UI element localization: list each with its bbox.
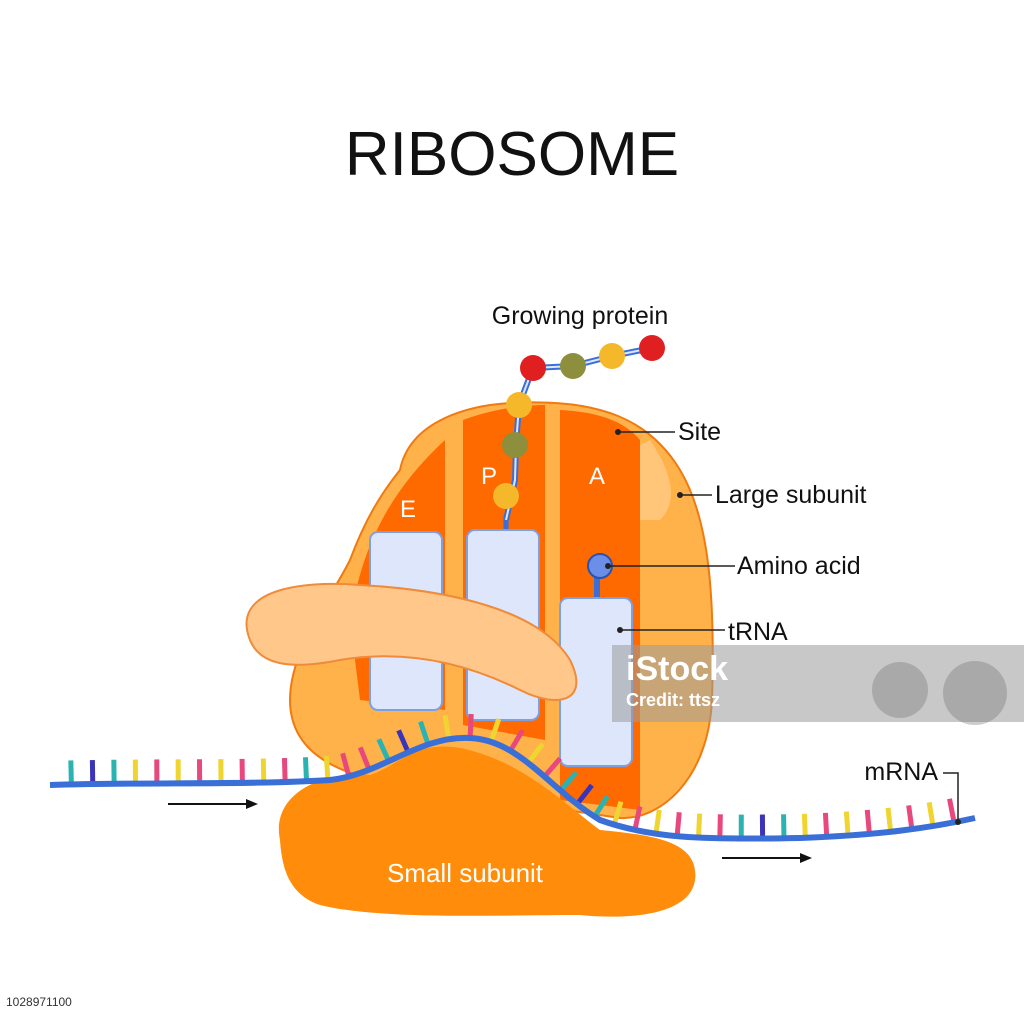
mrna-base	[488, 718, 502, 743]
site-label-e: E	[400, 496, 416, 523]
label-mrna: mRNA	[864, 758, 938, 786]
callout-amino-acid: Amino acid	[605, 552, 861, 580]
watermark: iStock Credit: ttsz	[612, 645, 1024, 725]
site-label-a: A	[589, 463, 605, 490]
mrna-base	[717, 814, 723, 839]
mrna-base	[418, 720, 431, 746]
callout-large-subunit: Large subunit	[677, 481, 867, 509]
mrna-base	[695, 813, 703, 838]
mrna-base	[340, 752, 352, 778]
watermark-credit: Credit: ttsz	[626, 690, 720, 710]
label-amino-acid: Amino acid	[737, 552, 861, 580]
mrna-base	[674, 812, 682, 837]
callout-mrna: mRNA	[864, 758, 961, 825]
subunit-cap	[245, 582, 578, 701]
mrna-base	[323, 756, 331, 781]
mrna-base	[632, 805, 643, 831]
diagram-title: RIBOSOME	[345, 120, 679, 189]
mrna-strand	[49, 713, 976, 842]
callout-trna: tRNA	[617, 618, 788, 646]
amino-bead	[506, 392, 532, 418]
mrna-base	[467, 713, 474, 739]
mrna-base	[396, 729, 411, 754]
mrna-base	[864, 809, 872, 835]
mrna-base	[575, 783, 594, 806]
amino-bead	[493, 483, 519, 509]
mrna-base	[508, 728, 525, 753]
mrna-direction-arrow-right	[722, 853, 812, 863]
mrna-base	[653, 809, 662, 835]
stock-id: 1028971100	[6, 995, 72, 1009]
mrna-base	[906, 805, 915, 830]
callout-site: Site	[615, 418, 721, 446]
amino-bead	[502, 432, 528, 458]
label-site: Site	[678, 418, 721, 446]
mrna-base	[926, 801, 936, 827]
mrna-base	[885, 807, 894, 833]
mrna-base	[947, 798, 957, 823]
mrna-base	[542, 756, 563, 779]
mrna-base	[822, 812, 830, 837]
mrna-base	[302, 757, 310, 782]
amino-bead	[520, 355, 546, 381]
callout-growing-protein: Growing protein	[492, 302, 668, 330]
mrna-base	[281, 757, 288, 783]
mrna-base	[376, 738, 392, 763]
label-large-subunit: Large subunit	[715, 481, 867, 509]
amino-bead	[560, 353, 586, 379]
label-growing-protein: Growing protein	[492, 302, 668, 330]
mrna-base	[442, 715, 452, 740]
mrna-base	[801, 813, 808, 838]
mrna-base	[592, 795, 610, 818]
small-subunit-label: Small subunit	[387, 858, 544, 888]
mrna-base	[611, 800, 624, 826]
amino-bead	[639, 335, 665, 361]
site-label-p: P	[481, 463, 497, 490]
mrna-base	[526, 742, 545, 765]
mrna-base	[843, 811, 851, 836]
mrna-base	[357, 746, 372, 771]
amino-bead	[599, 343, 625, 369]
small-subunit	[278, 746, 696, 917]
growing-protein-chain	[493, 335, 665, 532]
mrna-base	[68, 760, 74, 785]
mrna-base	[558, 770, 579, 793]
watermark-brand: iStock	[626, 650, 728, 688]
mrna-direction-arrow-left	[168, 799, 258, 809]
label-trna: tRNA	[728, 618, 788, 646]
